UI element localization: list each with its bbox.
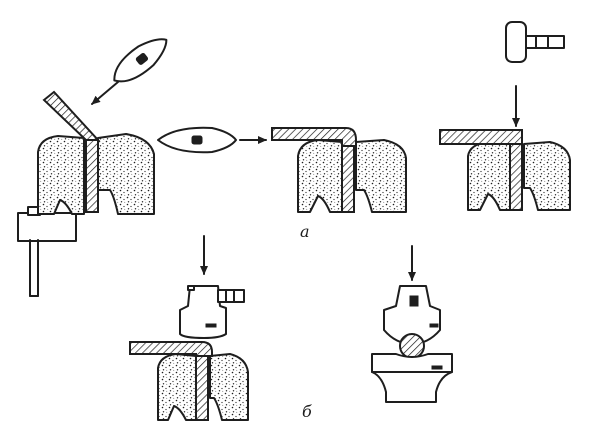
swage-block-b1-right: [209, 353, 249, 421]
swage-block-a1-right: [97, 133, 155, 215]
label-b: б: [302, 402, 312, 421]
set-hammer-b1: [179, 285, 245, 339]
workpiece-a1-bent-arm: [42, 90, 101, 141]
swage-block-a2-left: [297, 139, 343, 213]
swage-block-a3-left: [467, 141, 511, 211]
stage-a3: [439, 21, 571, 211]
swage-block-a1: [37, 135, 85, 215]
stage-a2: [157, 126, 407, 213]
stage-b1: [129, 235, 249, 421]
swage-block-a2-right: [355, 139, 407, 213]
workpiece-a3-flange: [439, 129, 523, 145]
label-a: а: [300, 222, 310, 241]
workpiece-a2: [341, 145, 355, 213]
workpiece-b1-flange: [129, 341, 213, 357]
workpiece-a1: [85, 139, 99, 213]
flatter-a3: [505, 21, 565, 63]
vise-clamp: [17, 206, 77, 297]
top-fuller-b2: [383, 285, 441, 345]
bottom-fuller-b2: [371, 353, 453, 403]
workpiece-a2-flange: [271, 127, 357, 147]
arrow-hammer-a1: [91, 81, 119, 105]
stage-b2: [371, 245, 453, 403]
workpiece-a3: [509, 143, 523, 211]
stage-a1: [17, 38, 168, 297]
hammer-a2: [157, 126, 237, 154]
swage-block-b1-left: [157, 353, 197, 421]
round-bar-b2: [399, 333, 425, 359]
hammer-a1: [113, 38, 168, 83]
swage-block-a3-right: [523, 141, 571, 211]
workpiece-b1: [195, 353, 209, 421]
